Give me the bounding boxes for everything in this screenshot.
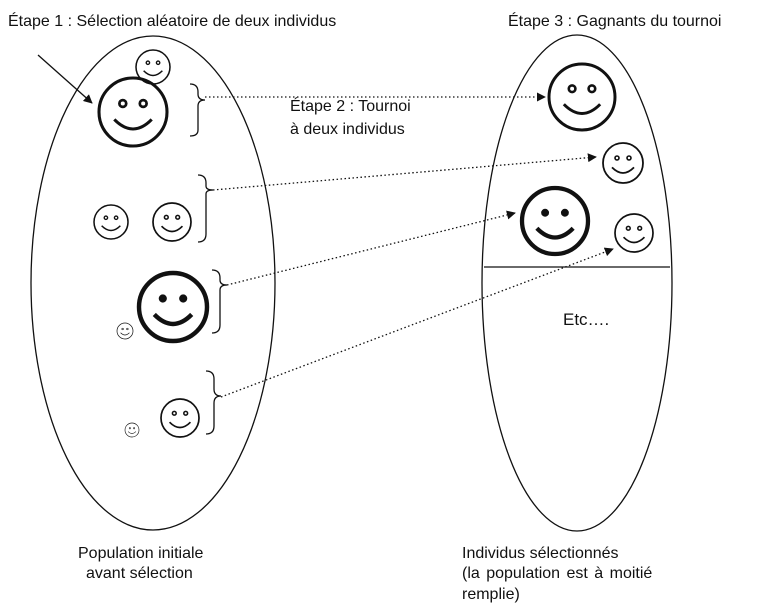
smiley-icon bbox=[547, 62, 617, 132]
selected-caption-line3: remplie) bbox=[462, 586, 520, 603]
smiley-icon bbox=[139, 273, 207, 341]
step1-label: Étape 1 : Sélection aléatoire de deux in… bbox=[8, 13, 337, 30]
tournament-arrow bbox=[212, 153, 597, 191]
smiley-icon bbox=[614, 213, 654, 253]
selected-population-ellipse bbox=[481, 34, 673, 532]
tournament-arrow bbox=[220, 247, 614, 398]
smiley-icon bbox=[152, 202, 192, 242]
step3-label: Étape 3 : Gagnants du tournoi bbox=[508, 13, 722, 30]
smiley-icon bbox=[160, 398, 200, 438]
initial-population-ellipse bbox=[30, 35, 276, 531]
selected-caption-line2: (la population est à moitié bbox=[462, 565, 653, 582]
pair-brace bbox=[211, 269, 228, 334]
pair-brace bbox=[197, 174, 214, 243]
population-caption-line1: Population initiale bbox=[78, 545, 204, 562]
pair-brace bbox=[205, 370, 222, 435]
smiley-icon bbox=[602, 142, 644, 184]
selected-caption-line1: Individus sélectionnés bbox=[462, 545, 619, 562]
pair-brace bbox=[189, 83, 206, 137]
etc-label: Etc…. bbox=[563, 310, 610, 329]
step1-pointer-arrow bbox=[37, 54, 93, 104]
tournament-arrow bbox=[226, 210, 516, 286]
smiley-icon bbox=[93, 204, 129, 240]
smiley-icon bbox=[124, 422, 140, 438]
population-caption-line2: avant sélection bbox=[86, 565, 193, 582]
smiley-icon bbox=[522, 188, 588, 254]
smiley-icon bbox=[116, 322, 134, 340]
smiley-icon bbox=[97, 76, 169, 148]
step2-label-line2: à deux individus bbox=[290, 121, 405, 138]
step2-label-line1: Étape 2 : Tournoi bbox=[290, 98, 411, 115]
